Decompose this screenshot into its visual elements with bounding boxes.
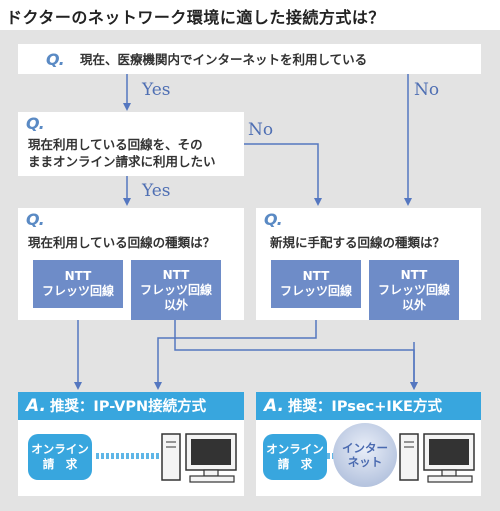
tile-line: NTT bbox=[302, 269, 330, 283]
tile-line: フレッツ回線 bbox=[139, 282, 212, 297]
question-2-line2: ままオンライン請求に利用したい bbox=[28, 154, 216, 169]
tile-ntt-flets: NTT フレッツ回線 bbox=[33, 260, 123, 308]
page-title: ドクターのネットワーク環境に適した接続方式は？ bbox=[6, 8, 385, 27]
tile-line: フレッツ回線 bbox=[279, 284, 352, 298]
online-billing-badge: オンライン 請 求 bbox=[263, 434, 327, 480]
answer-2-label: 推奨：IPsec+IKE方式 bbox=[287, 399, 442, 415]
tile-line: NTT bbox=[64, 269, 92, 283]
internet-line2: ネット bbox=[347, 455, 383, 469]
answer-1-label: 推奨：IP-VPN接続方式 bbox=[49, 399, 207, 415]
question-3-text: 現在利用している回線の種類は？ bbox=[28, 235, 216, 250]
arrow-q4-ntt bbox=[154, 320, 317, 390]
internet-line1: インター bbox=[342, 441, 388, 455]
q-mark: Q. bbox=[46, 50, 65, 69]
tile-ntt-flets-other: NTT フレッツ回線 以外 bbox=[131, 260, 221, 320]
desktop-computer-icon bbox=[399, 433, 475, 483]
a-mark: A. bbox=[26, 396, 46, 416]
tile-ntt-flets-other-new: NTT フレッツ回線 以外 bbox=[369, 260, 459, 320]
tile-line: フレッツ回線 bbox=[377, 282, 450, 297]
question-1-text: 現在、医療機関内でインターネットを利用している bbox=[80, 52, 368, 67]
tile-ntt-flets-new: NTT フレッツ回線 bbox=[271, 260, 361, 308]
answer-1-header: A.推奨：IP-VPN接続方式 bbox=[18, 392, 244, 420]
question-2-line1: 現在利用している回線を、その bbox=[28, 137, 203, 152]
q-mark: Q. bbox=[26, 114, 45, 133]
no-label-2: No bbox=[248, 120, 274, 140]
desktop-computer-icon bbox=[161, 433, 237, 483]
question-box-1 bbox=[18, 44, 481, 74]
question-box-2 bbox=[18, 112, 244, 176]
tile-line: NTT bbox=[400, 267, 428, 282]
answer-2-header: A.推奨：IPsec+IKE方式 bbox=[256, 392, 481, 420]
arrow-q3-other bbox=[174, 320, 418, 390]
dashed-connection-line bbox=[96, 453, 160, 459]
question-4-text: 新規に手配する回線の種類は？ bbox=[270, 235, 446, 250]
arrow-q2-no bbox=[244, 143, 322, 206]
q-mark: Q. bbox=[264, 210, 283, 229]
online-line1: オンライン bbox=[31, 442, 89, 456]
online-line2: 請 求 bbox=[277, 457, 313, 471]
online-line1: オンライン bbox=[266, 442, 324, 456]
tile-line: フレッツ回線 bbox=[41, 284, 114, 298]
online-billing-badge: オンライン 請 求 bbox=[28, 434, 92, 480]
internet-cloud: インター ネット bbox=[333, 423, 397, 487]
tile-line: 以外 bbox=[163, 297, 188, 312]
online-line2: 請 求 bbox=[42, 457, 78, 471]
yes-label-2: Yes bbox=[142, 181, 171, 201]
no-label-1: No bbox=[414, 80, 440, 100]
tile-line: 以外 bbox=[401, 297, 426, 312]
a-mark: A. bbox=[264, 396, 284, 416]
yes-label-1: Yes bbox=[142, 80, 171, 100]
tile-line: NTT bbox=[162, 267, 190, 282]
q-mark: Q. bbox=[26, 210, 45, 229]
